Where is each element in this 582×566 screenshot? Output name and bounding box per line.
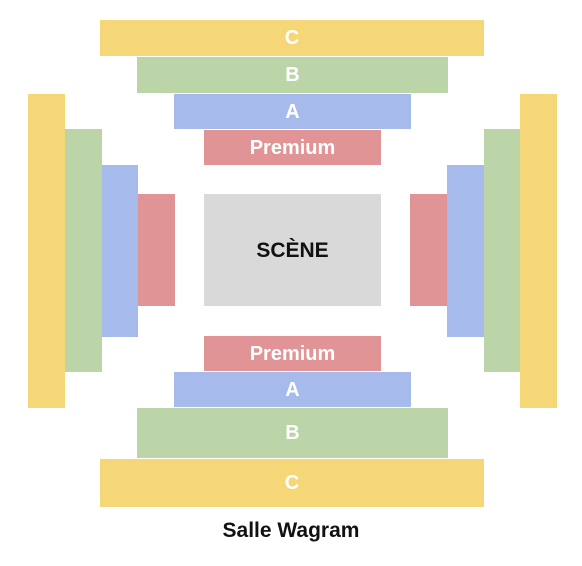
section-c-top-label: C xyxy=(284,27,300,49)
section-c-right[interactable] xyxy=(520,94,557,408)
section-premium-top[interactable]: Premium xyxy=(204,130,381,165)
stage-label: SCÈNE xyxy=(256,238,329,262)
section-a-bottom[interactable]: A xyxy=(174,372,411,407)
section-b-top-label: B xyxy=(285,64,300,86)
section-b-bottom-label: B xyxy=(285,422,300,444)
section-c-top[interactable]: C xyxy=(100,20,484,56)
section-b-left[interactable] xyxy=(65,129,102,372)
stage: SCÈNE xyxy=(204,194,381,306)
section-a-left[interactable] xyxy=(102,165,138,337)
venue-name: Salle Wagram xyxy=(222,519,360,542)
section-premium-right[interactable] xyxy=(410,194,447,306)
section-premium-left[interactable] xyxy=(138,194,175,306)
section-a-top-label: A xyxy=(285,100,300,123)
section-b-top[interactable]: B xyxy=(137,57,448,93)
section-premium-top-label: Premium xyxy=(249,136,336,159)
section-a-bottom-label: A xyxy=(285,378,300,401)
section-c-bottom[interactable]: C xyxy=(100,459,484,507)
section-b-right[interactable] xyxy=(484,129,520,372)
section-premium-bottom[interactable]: Premium xyxy=(204,336,381,371)
section-a-top[interactable]: A xyxy=(174,94,411,129)
section-a-right[interactable] xyxy=(447,165,484,337)
section-c-left[interactable] xyxy=(28,94,65,408)
section-c-bottom-label: C xyxy=(284,472,300,494)
section-premium-bottom-label: Premium xyxy=(249,342,336,365)
section-b-bottom[interactable]: B xyxy=(137,408,448,458)
